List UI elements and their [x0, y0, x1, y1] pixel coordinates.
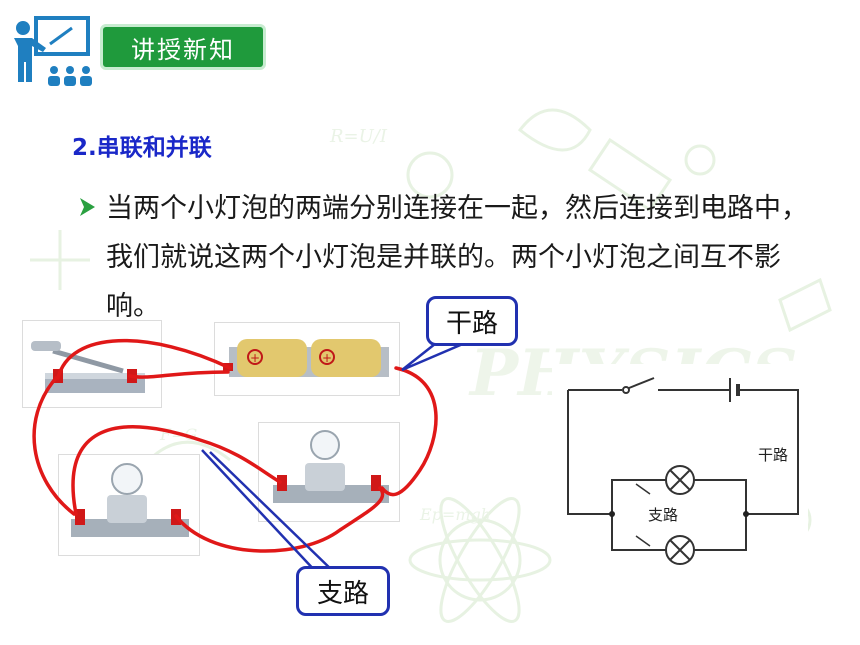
switch-photo [22, 320, 162, 408]
svg-text:+: + [322, 351, 332, 365]
parallel-description: 当两个小灯泡的两端分别连接在一起，然后连接到电路中，我们就说这两个小灯泡是并联的… [78, 184, 808, 331]
teacher-presentation-icon [14, 16, 92, 86]
battery-photo: + + [214, 322, 400, 396]
schematic-diagram [567, 377, 799, 565]
bulb-holder-icon [273, 430, 389, 503]
parallel-circuit-schematic: 干路 支路 [552, 364, 808, 566]
bulb-holder-icon [71, 463, 189, 537]
battery-pack-icon: + + [223, 339, 389, 377]
bullet-arrow-icon [80, 198, 95, 216]
section-badge: 讲授新知 [100, 24, 266, 70]
schematic-label-branch: 支路 [648, 506, 679, 524]
callout-branch-circuit: 支路 [296, 566, 390, 616]
paragraph-text: 当两个小灯泡的两端分别连接在一起，然后连接到电路中，我们就说这两个小灯泡是并联的… [106, 193, 808, 322]
bulb-photo-left [58, 454, 200, 556]
section-subtitle: 2.串联和并联 [72, 135, 212, 161]
callout-main-circuit: 干路 [426, 296, 518, 346]
bg-formula-ep: Ep=mgh [419, 505, 491, 524]
bg-formula-f: F=G [159, 425, 198, 444]
bg-formula-r: R=U/I [329, 126, 388, 147]
schematic-label-main: 干路 [758, 446, 789, 464]
bulb-photo-right [258, 422, 400, 522]
svg-text:+: + [250, 351, 260, 365]
knife-switch-icon [31, 341, 145, 393]
